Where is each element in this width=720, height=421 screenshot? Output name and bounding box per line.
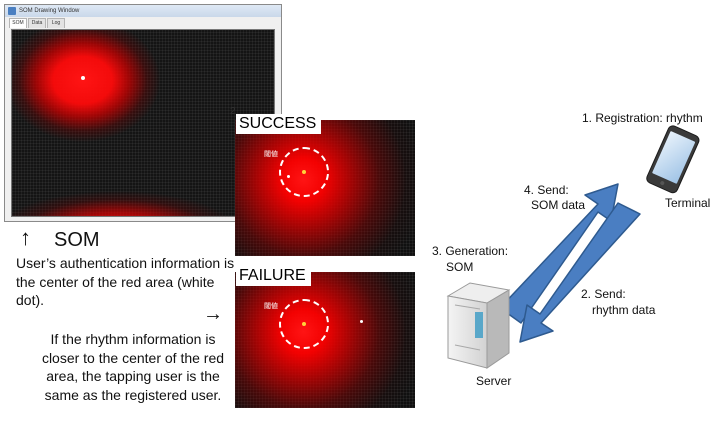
smartphone-icon xyxy=(646,125,700,194)
tab-log[interactable]: Log xyxy=(47,18,65,28)
som-center-dot xyxy=(81,76,85,80)
window-title-bar: SOM Drawing Window xyxy=(5,5,281,17)
step2-label: 2. Send: xyxy=(581,287,626,301)
tab-data[interactable]: Data xyxy=(28,18,46,28)
step1-label: 1. Registration: rhythm xyxy=(582,111,703,125)
step3-label: 3. Generation: xyxy=(432,244,509,258)
server-tower-icon xyxy=(446,282,511,369)
step2-sublabel: rhythm data xyxy=(592,303,656,317)
server-label: Server xyxy=(476,374,512,388)
window-title: SOM Drawing Window xyxy=(19,8,80,14)
send-som-data-arrow xyxy=(499,183,619,324)
rhythm-dot xyxy=(287,175,290,178)
threshold-circle xyxy=(279,299,329,349)
som-label: SOM xyxy=(54,229,100,251)
terminal-label: Terminal xyxy=(665,196,711,210)
failure-label: FAILURE xyxy=(236,266,311,286)
step3-sublabel: SOM xyxy=(446,260,474,274)
tab-som[interactable]: SOM xyxy=(9,18,27,28)
up-arrow-icon: ↑ xyxy=(20,225,31,250)
step4-sublabel: SOM data xyxy=(531,198,586,212)
center-dot xyxy=(302,170,306,174)
threshold-circle xyxy=(279,147,329,197)
center-dot xyxy=(302,322,306,326)
som-description: User’s authentication information is the… xyxy=(16,255,235,308)
panel-marker: 2 xyxy=(230,106,236,117)
right-arrow-icon: → xyxy=(203,303,223,325)
step4-label: 4. Send: xyxy=(524,183,569,197)
app-icon xyxy=(8,7,16,15)
threshold-label: 閾値 xyxy=(264,151,278,158)
rhythm-dot xyxy=(360,320,363,323)
send-rhythm-data-arrow xyxy=(519,202,641,343)
success-label: SUCCESS xyxy=(236,114,322,134)
success-panel: 閾値 xyxy=(235,120,415,256)
threshold-label: 閾値 xyxy=(264,303,278,310)
rhythm-note: If the rhythm information is closer to t… xyxy=(41,331,225,403)
som-map-canvas xyxy=(11,29,275,217)
failure-panel: 閾値 xyxy=(235,272,415,408)
